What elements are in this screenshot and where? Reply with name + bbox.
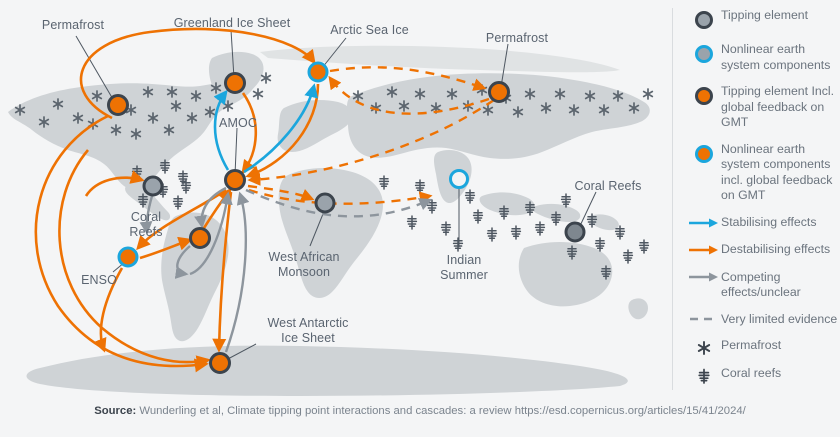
circle-orange-dark-ring-icon — [687, 84, 721, 107]
legend-label-very-limited-evidence: Very limited evidence — [721, 311, 838, 326]
legend-label-permafrost-glyph: Permafrost — [721, 338, 782, 352]
map-label-permafrost-left: Permafrost — [41, 18, 105, 32]
competing-arrows — [139, 186, 250, 353]
legend-label-nonlinear-global-feedback: Nonlinear earth system components incl. … — [721, 141, 833, 203]
node-amoc-hub[interactable] — [224, 169, 246, 191]
map-label-west-african-monsoon: West African Monsoon — [268, 250, 340, 279]
node-permafrost-left[interactable] — [107, 94, 129, 116]
tipping-element-nodes — [107, 61, 586, 374]
legend-label-coral-reefs-glyph: Coral reefs — [721, 366, 782, 380]
node-coral-reefs-right[interactable] — [564, 221, 586, 243]
legend-label-destabilising-effects: Destabilising effects — [721, 242, 831, 256]
map-label-west-antarctic-ice-sheet: West Antarctic Ice Sheet — [267, 316, 349, 345]
node-amazon[interactable] — [189, 227, 211, 249]
map-label-greenland-ice-sheet: Greenland Ice Sheet — [173, 16, 291, 30]
very-limited-evidence-arrows — [245, 188, 433, 218]
asterisk-icon — [687, 338, 721, 357]
arrow-blue-icon — [687, 216, 721, 229]
source-text: Wunderling et al, Climate tipping point … — [139, 405, 746, 417]
legend-item-very-limited-evidence: Very limited evidence — [687, 312, 840, 328]
node-greenland-ice-sheet[interactable] — [224, 72, 246, 94]
legend-item-destabilising-effects: Destabilising effects — [687, 242, 840, 258]
map-label-coral-reefs-right: Coral Reefs — [574, 179, 642, 193]
arrow-orange-icon — [687, 243, 721, 256]
map-label-enso: ENSO — [81, 273, 117, 287]
arrow-gray-icon — [687, 270, 721, 283]
legend-label-tipping-global-feedback: Tipping element Incl. global feedback on… — [721, 84, 835, 129]
node-west-african-monsoon[interactable] — [314, 192, 336, 214]
legend-item-permafrost-glyph: Permafrost — [687, 338, 840, 357]
circle-orange-blue-ring-icon — [687, 142, 721, 165]
circle-gray-dark-ring-icon — [687, 8, 721, 31]
legend-item-coral-reefs-glyph: Coral reefs — [687, 366, 840, 385]
map-label-arctic-sea-ice: Arctic Sea Ice — [330, 23, 409, 37]
tipping-interaction-graph — [34, 27, 597, 374]
legend-item-competing-effects: Competing effects/unclear — [687, 270, 840, 301]
node-coral-reefs-left[interactable] — [142, 175, 164, 197]
map-label-permafrost-right: Permafrost — [485, 31, 549, 45]
legend-panel: Tipping element Nonlinear earth system c… — [672, 8, 840, 390]
source-caption: Source: Wunderling et al, Climate tippin… — [0, 405, 840, 417]
stabilising-arrows — [213, 83, 319, 174]
map-label-amoc: AMOC — [219, 116, 257, 130]
map-label-coral-reefs-left: Coral Reefs — [129, 210, 163, 239]
legend-label-stabilising-effects: Stabilising effects — [721, 214, 817, 229]
coral-icon — [687, 366, 721, 385]
map-label-indian-summer: Indian Summer — [440, 253, 488, 282]
node-indian-summer[interactable] — [449, 169, 469, 189]
node-enso[interactable] — [117, 246, 139, 268]
legend-item-tipping-global-feedback: Tipping element Incl. global feedback on… — [687, 84, 840, 131]
node-permafrost-right[interactable] — [488, 81, 510, 103]
legend-label-nonlinear-earth-system: Nonlinear earth system components — [721, 42, 831, 72]
legend-label-competing-effects: Competing effects/unclear — [721, 269, 801, 300]
node-arctic-sea-ice[interactable] — [307, 61, 329, 83]
node-west-antarctic-ice-sheet[interactable] — [209, 352, 231, 374]
legend-item-nonlinear-global-feedback: Nonlinear earth system components incl. … — [687, 142, 840, 204]
legend-item-tipping-element: Tipping element — [687, 8, 840, 31]
legend-item-nonlinear-earth-system: Nonlinear earth system components — [687, 42, 840, 73]
circle-gray-blue-ring-icon — [687, 42, 721, 65]
legend-label-tipping-element: Tipping element — [721, 8, 809, 22]
legend-item-stabilising-effects: Stabilising effects — [687, 215, 840, 231]
source-prefix: Source: — [94, 405, 137, 417]
dashed-gray-icon — [687, 312, 721, 325]
world-map-panel: Permafrost Greenland Ice Sheet Arctic Se… — [8, 16, 654, 396]
